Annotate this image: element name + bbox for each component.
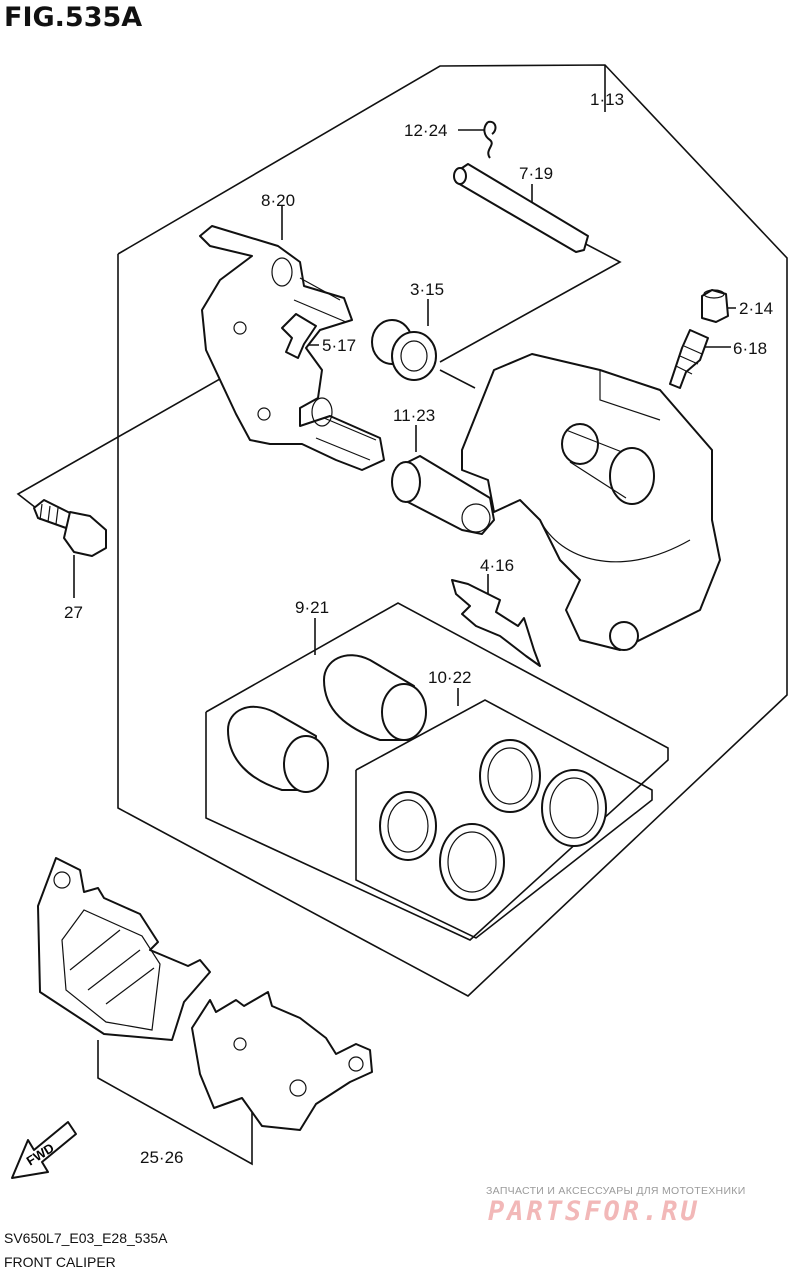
callout-5: 5·17	[322, 336, 357, 355]
dust-boot-large	[371, 319, 437, 381]
callout-12: 12·24	[404, 121, 448, 140]
callout-6: 6·18	[733, 339, 768, 358]
dust-boot-small	[391, 455, 495, 535]
piston-kit-box	[205, 602, 669, 941]
assembly-outline	[117, 64, 788, 997]
brake-pad-rear	[191, 991, 373, 1131]
anti-rattle-spring	[451, 579, 541, 667]
pad-pin	[453, 163, 589, 253]
watermark-brand: PARTSFOR.RU	[488, 1196, 700, 1227]
fwd-arrow-icon: FWD	[11, 1121, 77, 1179]
callout-8: 8·20	[261, 191, 296, 210]
callout-11: 11·23	[393, 406, 436, 425]
caliper-body	[461, 353, 721, 651]
piston-left	[227, 705, 329, 793]
callout-9: 9·21	[295, 598, 330, 617]
callout-25: 25·26	[140, 1148, 184, 1167]
bleeder-cap	[701, 289, 729, 323]
seal-ring-box	[355, 688, 653, 939]
callout-3: 3·15	[410, 280, 445, 299]
callout-4: 4·16	[480, 556, 515, 575]
bracket-bolt	[33, 499, 107, 557]
bleeder-valve	[669, 329, 709, 389]
figure-title: FIG.535A	[4, 2, 143, 33]
callout-2: 2·14	[739, 299, 774, 318]
callout-7: 7·19	[519, 164, 554, 183]
pad-spring	[281, 313, 317, 359]
callout-1: 1·13	[590, 90, 625, 109]
figure-name: FRONT CALIPER	[4, 1254, 116, 1270]
piston-right	[323, 654, 427, 741]
retaining-clip	[483, 120, 497, 159]
watermark-tagline: ЗАПЧАСТИ И АКСЕССУАРЫ ДЛЯ МОТОТЕХНИКИ	[486, 1185, 746, 1197]
pad-leader	[97, 1040, 253, 1166]
brake-pad-front	[37, 857, 211, 1041]
callout-10: 10·22	[428, 668, 472, 687]
seal-rings	[379, 739, 607, 901]
model-code: SV650L7_E03_E28_535A	[4, 1230, 168, 1246]
callout-27: 27	[64, 603, 83, 622]
